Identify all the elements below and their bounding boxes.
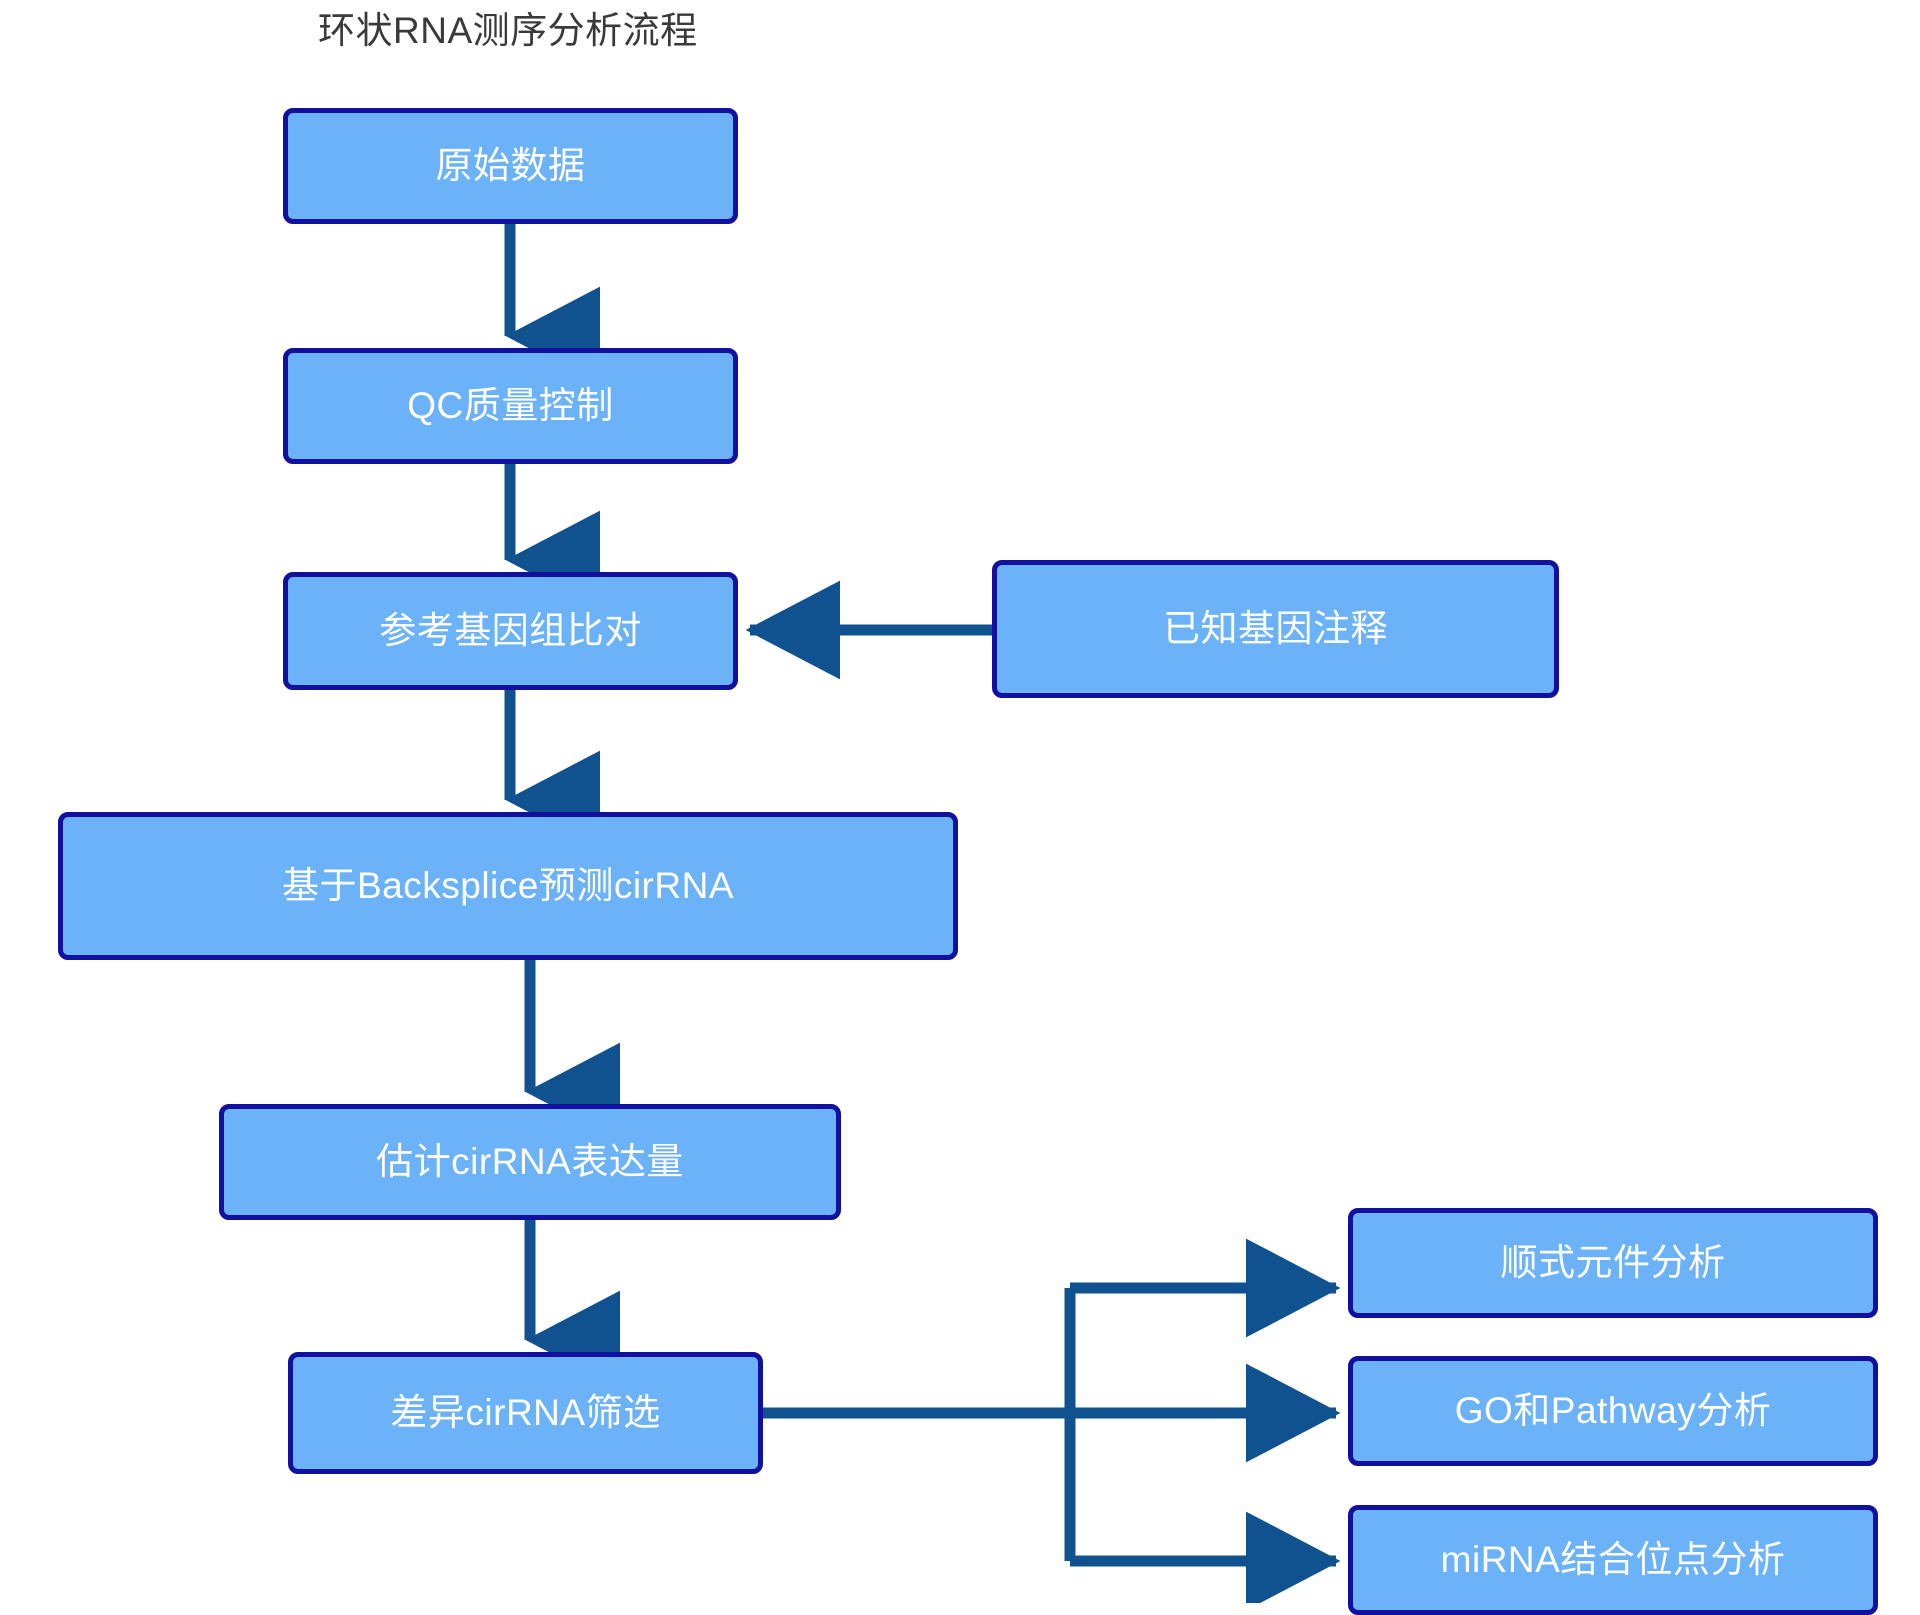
node-qc[interactable]: QC质量控制 bbox=[283, 348, 738, 464]
node-label: 已知基因注释 bbox=[1163, 607, 1388, 649]
node-label: GO和Pathway分析 bbox=[1454, 1389, 1772, 1431]
node-cis-element[interactable]: 顺式元件分析 bbox=[1348, 1208, 1878, 1318]
node-backsplice[interactable]: 基于Backsplice预测cirRNA bbox=[58, 812, 958, 960]
node-diff-screen[interactable]: 差异cirRNA筛选 bbox=[288, 1352, 763, 1474]
node-raw-data[interactable]: 原始数据 bbox=[283, 108, 738, 224]
node-label: 估计cirRNA表达量 bbox=[376, 1140, 684, 1182]
node-label: miRNA结合位点分析 bbox=[1440, 1538, 1786, 1580]
node-label: 基于Backsplice预测cirRNA bbox=[281, 864, 734, 906]
node-genome-align[interactable]: 参考基因组比对 bbox=[283, 572, 738, 690]
page-title: 环状RNA测序分析流程 bbox=[318, 10, 698, 51]
node-label: 差异cirRNA筛选 bbox=[390, 1391, 661, 1433]
node-gene-annotation[interactable]: 已知基因注释 bbox=[992, 560, 1559, 698]
node-label: 原始数据 bbox=[435, 144, 586, 186]
node-mirna-site[interactable]: miRNA结合位点分析 bbox=[1348, 1505, 1878, 1615]
node-label: 顺式元件分析 bbox=[1500, 1241, 1726, 1283]
node-go-pathway[interactable]: GO和Pathway分析 bbox=[1348, 1356, 1878, 1466]
node-expression[interactable]: 估计cirRNA表达量 bbox=[219, 1104, 841, 1220]
node-label: QC质量控制 bbox=[407, 384, 614, 426]
node-label: 参考基因组比对 bbox=[379, 609, 642, 651]
